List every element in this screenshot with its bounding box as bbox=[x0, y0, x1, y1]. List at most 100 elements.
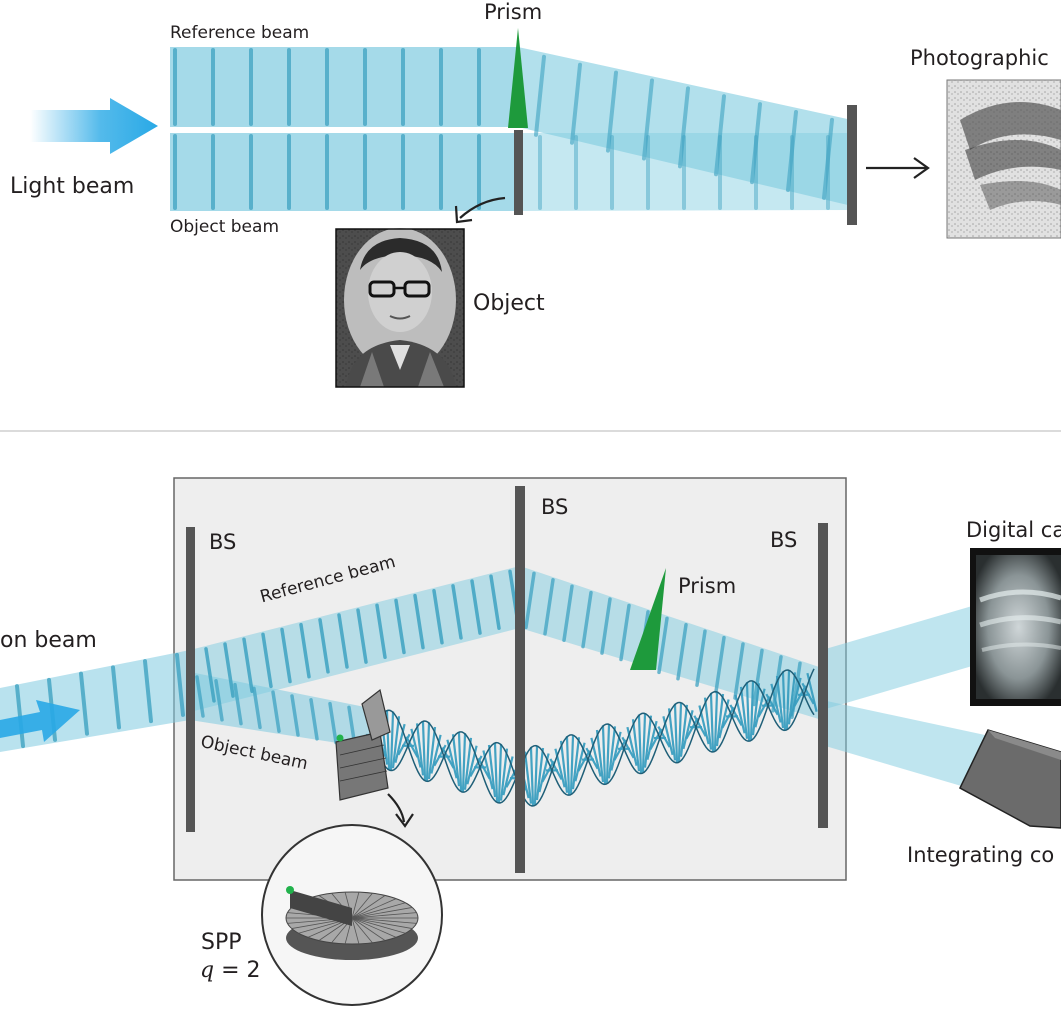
helix-strand bbox=[781, 671, 787, 731]
bs-right-label: BS bbox=[770, 528, 798, 552]
spp-q-label: q = 2 bbox=[200, 958, 261, 983]
helix-strand bbox=[649, 728, 663, 750]
top-reference-beam bbox=[170, 47, 518, 127]
helix-strand bbox=[641, 713, 647, 773]
helix-strand bbox=[549, 758, 563, 780]
wavefront-line bbox=[489, 574, 501, 630]
bs-middle-plate bbox=[515, 486, 525, 873]
wavefront-line bbox=[223, 642, 235, 698]
helix-strand bbox=[673, 703, 679, 763]
helix-strand bbox=[643, 715, 653, 768]
helix-strand bbox=[765, 693, 779, 716]
spp-curve-arrow bbox=[387, 793, 406, 823]
helix-strand bbox=[499, 748, 509, 801]
wavefront-line bbox=[204, 647, 216, 703]
spp-spoke bbox=[351, 912, 417, 919]
wavefront-line bbox=[337, 613, 349, 669]
top-light-arrow bbox=[30, 98, 158, 154]
wavefront-line bbox=[309, 698, 319, 741]
wavefront-line bbox=[786, 110, 798, 193]
helix-strand bbox=[721, 706, 735, 729]
top-object-beam-label: Object beam bbox=[170, 217, 279, 237]
helix-strand bbox=[801, 682, 815, 705]
wavefront-line bbox=[432, 589, 444, 645]
helix-strand bbox=[677, 702, 683, 762]
spp-spoke bbox=[351, 892, 360, 919]
wavefront-line bbox=[356, 608, 368, 664]
helix-strand bbox=[667, 708, 677, 761]
top-light-beam-label: Light beam bbox=[10, 174, 135, 199]
helix-strand bbox=[457, 731, 463, 791]
helix-edge bbox=[371, 669, 815, 807]
wavefront-line bbox=[678, 86, 690, 169]
top-photographic-plate bbox=[847, 105, 857, 225]
wavefront-line bbox=[328, 701, 338, 745]
top-hologram-image bbox=[946, 79, 1061, 239]
wavefront-line bbox=[175, 652, 185, 717]
helix-strand bbox=[693, 715, 707, 737]
helix-strand bbox=[703, 697, 713, 750]
helix-strand bbox=[577, 750, 591, 772]
helix-strand bbox=[493, 742, 499, 802]
helix-strand bbox=[427, 726, 437, 780]
top-object-continuing bbox=[518, 133, 852, 211]
wavefront-line bbox=[714, 94, 726, 177]
helix-strand bbox=[421, 721, 427, 781]
top-photographic-label: Photographic bbox=[910, 46, 1049, 70]
helix-strand bbox=[601, 725, 607, 785]
top-object-curve-arrow bbox=[459, 196, 506, 219]
top-panel bbox=[30, 28, 1061, 388]
wavefront-line bbox=[750, 102, 762, 185]
bottom-integrating-beam bbox=[822, 700, 985, 790]
wavefront-line bbox=[752, 648, 764, 707]
helix-strand bbox=[745, 682, 751, 742]
helix-strand bbox=[463, 737, 473, 790]
wavefront-line bbox=[581, 590, 593, 649]
bottom-prism bbox=[630, 568, 666, 670]
wavefront-line bbox=[280, 627, 292, 684]
bottom-input-beam bbox=[0, 650, 190, 752]
wavefront-line bbox=[543, 578, 555, 636]
top-prism-label: Prism bbox=[484, 0, 543, 24]
bs-middle-label: BS bbox=[541, 495, 569, 519]
wavefront-line bbox=[470, 579, 482, 635]
helix-strand bbox=[461, 733, 467, 793]
spp-q-eq: = 2 bbox=[214, 958, 261, 983]
wavefront-line bbox=[375, 603, 387, 660]
wavefront-line bbox=[413, 593, 425, 650]
wavefront-line bbox=[600, 597, 612, 655]
spp-spoke bbox=[351, 917, 373, 943]
top-object-portrait bbox=[335, 228, 465, 388]
wavefront-line bbox=[642, 78, 654, 161]
helix-strand bbox=[477, 757, 491, 780]
helix-strand bbox=[713, 691, 719, 751]
spp-spoke bbox=[351, 893, 373, 919]
wavefront-line bbox=[524, 571, 536, 630]
wavefront-line bbox=[676, 623, 688, 681]
helix-strand bbox=[585, 747, 599, 770]
top-prism bbox=[508, 28, 528, 128]
wavefront-line bbox=[534, 54, 546, 137]
helix-strand bbox=[451, 734, 461, 787]
wavefront-line bbox=[570, 62, 582, 145]
spp-spoke bbox=[351, 902, 406, 919]
wavefront-line bbox=[290, 694, 300, 737]
spp-spoke bbox=[351, 907, 413, 919]
bs-right-plate bbox=[818, 523, 828, 828]
helix-strand bbox=[613, 739, 627, 761]
wavefront-line bbox=[451, 584, 463, 640]
bs-left-plate bbox=[186, 527, 195, 832]
helix-strand bbox=[405, 736, 419, 758]
helix-strand bbox=[729, 704, 743, 726]
helix-strand bbox=[785, 670, 791, 730]
wavefront-line bbox=[619, 603, 631, 662]
spp-small bbox=[335, 688, 391, 801]
top-reference-beam-label: Reference beam bbox=[170, 23, 310, 43]
spp-spoke bbox=[351, 917, 417, 924]
bottom-twisted-beam bbox=[366, 668, 818, 807]
helix-strand bbox=[571, 737, 581, 790]
wavefront-line bbox=[195, 675, 205, 718]
wavefront-line bbox=[394, 598, 406, 655]
integrating-cell bbox=[959, 729, 1061, 829]
